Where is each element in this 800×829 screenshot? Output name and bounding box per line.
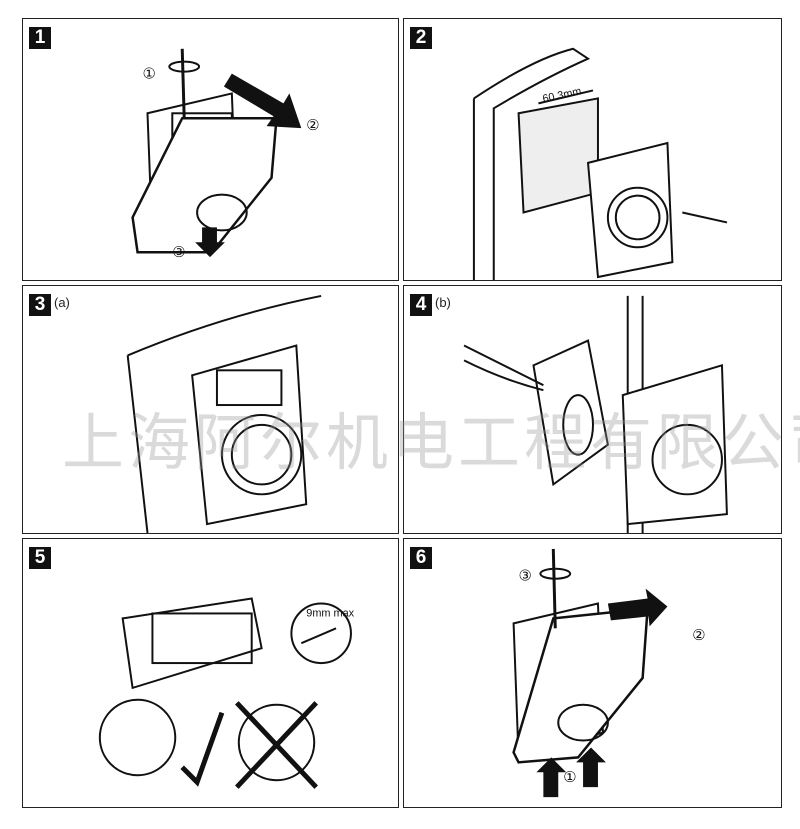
wiring-illustration: 9mm max	[98, 597, 355, 789]
refit-cover-illustration: ③ ② ①	[512, 548, 706, 798]
step-number-badge: 1	[29, 27, 51, 49]
remove-cover-illustration: ① ② ③	[131, 48, 320, 261]
mount-base-illustration: 60.3mm	[472, 47, 728, 280]
callout-2: ②	[306, 116, 319, 134]
step-2-panel: 2 60.3mm	[403, 18, 782, 281]
callout-3: ③	[519, 567, 532, 585]
step-5-panel: 5 9mm max	[22, 538, 399, 808]
step-number-badge: 2	[410, 27, 432, 49]
callout-1: ①	[563, 768, 576, 786]
step-3-panel: 3 (a)	[22, 285, 399, 534]
step-number-badge: 5	[29, 547, 51, 569]
callout-2: ②	[692, 626, 705, 644]
step-number-badge: 3	[29, 294, 51, 316]
step-number-badge: 4	[410, 294, 432, 316]
step-6-panel: 6 ③ ② ①	[403, 538, 782, 808]
strip-length-label: 9mm max	[306, 607, 354, 619]
callout-1: ①	[143, 65, 156, 83]
base-on-wall-illustration	[126, 294, 322, 533]
step-variant-label: (a)	[54, 295, 70, 310]
step-1-panel: 1 ① ② ③	[22, 18, 399, 281]
step-4-panel: 4 (b)	[403, 285, 782, 534]
step-number-badge: 6	[410, 547, 432, 569]
callout-3: ③	[172, 243, 185, 261]
pliers-cover-illustration	[463, 295, 728, 533]
step-variant-label: (b)	[435, 295, 451, 310]
